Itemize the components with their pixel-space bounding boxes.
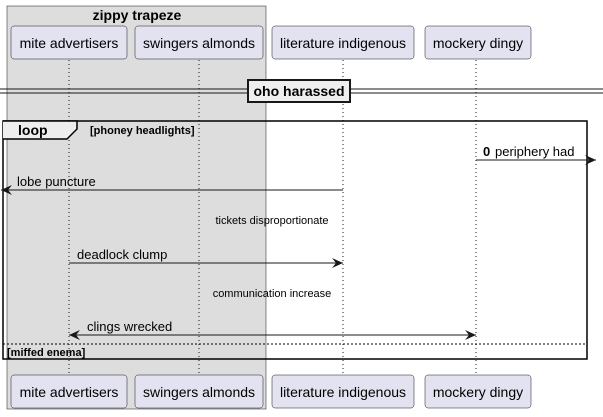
participant-label: swingers almonds [143,35,255,51]
loop-keyword: loop [18,122,48,138]
delay-note: tickets disproportionate [215,215,328,227]
loop-frame: loop [phoney headlights] [miffed enema] [2,120,588,360]
message-label: periphery had [495,144,575,159]
group-title: zippy trapeze [93,7,182,23]
message-label: clings wrecked [87,319,172,334]
divider: oho harassed [0,79,603,103]
participant-mite-top[interactable]: mite advertisers [10,25,128,60]
else-condition: [miffed enema] [7,347,86,359]
participant-label: literature indigenous [280,384,406,400]
divider-label: oho harassed [253,83,344,99]
participant-label: mockery dingy [433,35,523,51]
loop-condition: [phoney headlights] [90,125,195,137]
message-deadlock-clump: deadlock clump [69,247,343,268]
participant-swingers-bottom[interactable]: swingers almonds [134,374,264,409]
participant-group-box: zippy trapeze [6,5,267,410]
participant-mite-bottom[interactable]: mite advertisers [10,374,128,409]
message-lobe-puncture: lobe puncture [1,174,343,195]
participant-literature-top[interactable]: literature indigenous [271,25,415,60]
message-label: deadlock clump [77,247,167,262]
participant-mockery-bottom[interactable]: mockery dingy [424,374,532,409]
message-label: lobe puncture [17,174,96,189]
participant-mockery-top[interactable]: mockery dingy [424,25,532,60]
message-clings-wrecked: clings wrecked [69,319,476,340]
lifelines [68,60,477,374]
delay-note: communication increase [213,288,332,300]
participant-label: mockery dingy [433,384,523,400]
participant-label: mite advertisers [20,35,119,51]
participant-label: swingers almonds [143,384,255,400]
message-number: 0 [483,144,490,159]
participant-label: mite advertisers [20,384,119,400]
participant-literature-bottom[interactable]: literature indigenous [271,374,415,409]
participant-label: literature indigenous [280,35,406,51]
message-periphery-had: 0 periphery had [476,144,596,165]
participant-swingers-top[interactable]: swingers almonds [134,25,264,60]
